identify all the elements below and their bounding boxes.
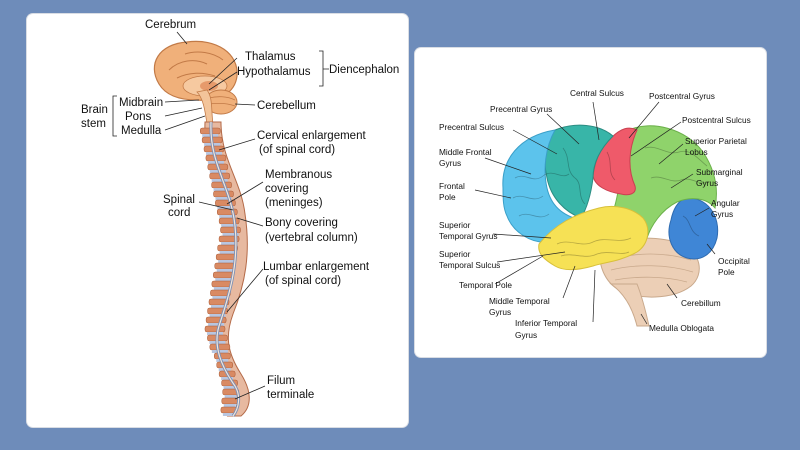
label-pons: Pons xyxy=(125,111,151,123)
intervertebral-disc xyxy=(219,251,236,254)
brain-lobes-panel: Central Sulcus Postcentral Gyrus Precent… xyxy=(415,48,766,357)
temporal-lobe xyxy=(538,205,649,271)
label-filum-1: Filum xyxy=(267,375,295,387)
vertebra xyxy=(211,280,233,288)
vertebra xyxy=(213,271,234,279)
intervertebral-disc xyxy=(222,233,239,236)
label-postcentral-gyrus: Postcentral Gyrus xyxy=(649,91,715,101)
intervertebral-disc xyxy=(216,269,233,272)
label-cervical-2: (of spinal cord) xyxy=(259,144,335,156)
label-cerebellum: Cerebellum xyxy=(257,100,316,112)
intervertebral-disc xyxy=(219,215,236,218)
intervertebral-disc xyxy=(224,395,237,398)
vertebra xyxy=(215,253,237,261)
intervertebral-disc xyxy=(221,224,238,227)
brain-lobes-diagram: Central Sulcus Postcentral Gyrus Precent… xyxy=(439,88,751,340)
label-medulla-oblogata: Medulla Oblogata xyxy=(649,323,714,333)
label-temporal-pole: Temporal Pole xyxy=(459,280,512,290)
intervertebral-disc xyxy=(217,206,234,209)
label-occipital-2: Pole xyxy=(718,267,735,277)
intervertebral-disc xyxy=(223,386,236,389)
label-brain-stem-1: Brain xyxy=(81,104,108,116)
intervertebral-disc xyxy=(215,197,232,200)
label-superior-temporal-gyrus-2: Temporal Gyrus xyxy=(439,231,498,241)
label-central-sulcus: Central Sulcus xyxy=(570,88,624,98)
label-inferior-temporal-2: Gyrus xyxy=(515,330,537,340)
label-diencephalon: Diencephalon xyxy=(329,64,399,76)
leader-lines xyxy=(474,101,716,325)
gyri-texture xyxy=(512,146,710,257)
vertebra xyxy=(213,190,234,198)
intervertebral-disc xyxy=(223,404,236,407)
label-filum-2: terminale xyxy=(267,389,314,401)
occipital-lobe xyxy=(668,197,719,260)
intervertebral-disc xyxy=(221,242,238,245)
label-midbrain: Midbrain xyxy=(119,97,163,109)
label-submarginal-1: Submarginal xyxy=(696,167,743,177)
leader-lines xyxy=(112,31,329,400)
intervertebral-disc xyxy=(211,179,228,182)
label-membranous-1: Membranous xyxy=(265,169,332,181)
label-spinal-2: cord xyxy=(168,207,190,219)
label-middle-frontal-2: Gyrus xyxy=(439,158,461,168)
label-superior-parietal-2: Lobus xyxy=(685,147,708,157)
label-frontal-pole-2: Pole xyxy=(439,192,456,202)
vertebra xyxy=(204,325,226,333)
vertebra xyxy=(220,226,241,234)
intervertebral-disc xyxy=(211,305,227,308)
label-precentral-gyrus: Precentral Gyrus xyxy=(490,104,552,114)
intervertebral-disc xyxy=(212,296,229,299)
intervertebral-disc xyxy=(209,314,226,317)
label-middle-temporal-2: Gyrus xyxy=(489,307,511,317)
intervertebral-disc xyxy=(222,413,235,416)
label-superior-parietal-1: Superior Parietal xyxy=(685,136,747,146)
label-cerebrum: Cerebrum xyxy=(145,19,196,31)
precentral-gyrus-region xyxy=(544,124,614,219)
label-angular-2: Gyrus xyxy=(711,209,733,219)
label-membranous-3: (meninges) xyxy=(265,197,323,209)
label-superior-temporal-gyrus-1: Superior xyxy=(439,220,471,230)
label-middle-temporal-1: Middle Temporal xyxy=(489,296,550,306)
intervertebral-disc xyxy=(207,332,223,335)
intervertebral-disc xyxy=(215,278,232,281)
spinal-cord-panel: Cerebrum Thalamus Hypothalamus Diencepha… xyxy=(27,14,408,427)
vertebra xyxy=(211,181,232,189)
label-middle-frontal-1: Middle Frontal xyxy=(439,147,492,157)
label-angular-1: Angular xyxy=(711,198,740,208)
intervertebral-disc xyxy=(221,377,234,380)
label-cervical-1: Cervical enlargement xyxy=(257,130,366,142)
vertebra xyxy=(214,352,231,360)
intervertebral-disc xyxy=(209,170,226,173)
spinal-cord-diagram: Cerebrum Thalamus Hypothalamus Diencepha… xyxy=(81,19,399,417)
label-cerebillum: Cerebillum xyxy=(681,298,721,308)
label-inferior-temporal-1: Inferior Temporal xyxy=(515,318,577,328)
label-frontal-pole-1: Frontal xyxy=(439,181,465,191)
intervertebral-disc xyxy=(213,188,230,191)
label-occipital-1: Occipital xyxy=(718,256,750,266)
cerebellum-shape xyxy=(204,89,238,115)
label-hypothalamus: Hypothalamus xyxy=(237,66,311,78)
label-bony-1: Bony covering xyxy=(265,217,338,229)
label-submarginal-2: Gyrus xyxy=(696,178,718,188)
label-superior-temporal-sulcus-2: Temporal Sulcus xyxy=(439,260,500,270)
vertebra xyxy=(209,343,231,351)
label-brain-stem-2: stem xyxy=(81,118,106,130)
label-spinal-1: Spinal xyxy=(163,194,195,206)
label-bony-2: (vertebral column) xyxy=(265,232,358,244)
label-superior-temporal-sulcus-1: Superior xyxy=(439,249,471,259)
intervertebral-disc xyxy=(208,323,225,326)
label-lumbar-2: (of spinal cord) xyxy=(265,275,341,287)
label-precentral-sulcus: Precentral Sulcus xyxy=(439,122,504,132)
intervertebral-disc xyxy=(213,287,230,290)
label-thalamus: Thalamus xyxy=(245,51,296,63)
vertebra xyxy=(214,262,236,270)
label-postcentral-sulcus: Postcentral Sulcus xyxy=(682,115,751,125)
label-medulla: Medulla xyxy=(121,125,162,137)
intervertebral-disc xyxy=(218,260,235,263)
medulla-region xyxy=(609,283,650,327)
label-lumbar-1: Lumbar enlargement xyxy=(263,261,370,273)
label-membranous-2: covering xyxy=(265,183,308,195)
